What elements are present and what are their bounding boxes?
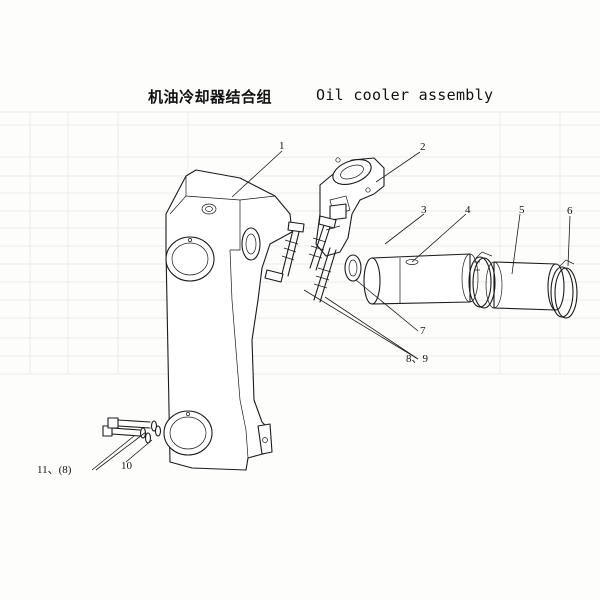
elbow-flange-part-2 (315, 157, 385, 257)
callout-8-9: 8、9 (406, 353, 428, 365)
background-table-grid (0, 111, 600, 375)
hose-clamps (468, 251, 578, 319)
cooler-core-part-4 (363, 253, 479, 305)
elbow-bolts (264, 215, 337, 303)
o-ring-parts (344, 254, 362, 282)
callout-2: 2 (420, 141, 426, 153)
callout-3: 3 (421, 204, 427, 216)
diagram-title-chinese: 机油冷却器结合组 (148, 88, 273, 106)
callout-7: 7 (420, 325, 426, 337)
diagram-title-english: Oil cooler assembly (316, 86, 494, 104)
leader-lines (91, 150, 571, 471)
callout-1: 1 (279, 140, 285, 152)
callout-5: 5 (519, 204, 525, 216)
callout-4: 4 (465, 204, 471, 216)
cooler-housing-part-1 (163, 169, 293, 471)
lower-bolts-and-washers (102, 417, 162, 444)
callout-10: 10 (121, 460, 132, 472)
callout-11-8: 11、(8) (37, 464, 72, 476)
hose-part-5 (485, 261, 565, 311)
callout-6: 6 (567, 205, 573, 217)
